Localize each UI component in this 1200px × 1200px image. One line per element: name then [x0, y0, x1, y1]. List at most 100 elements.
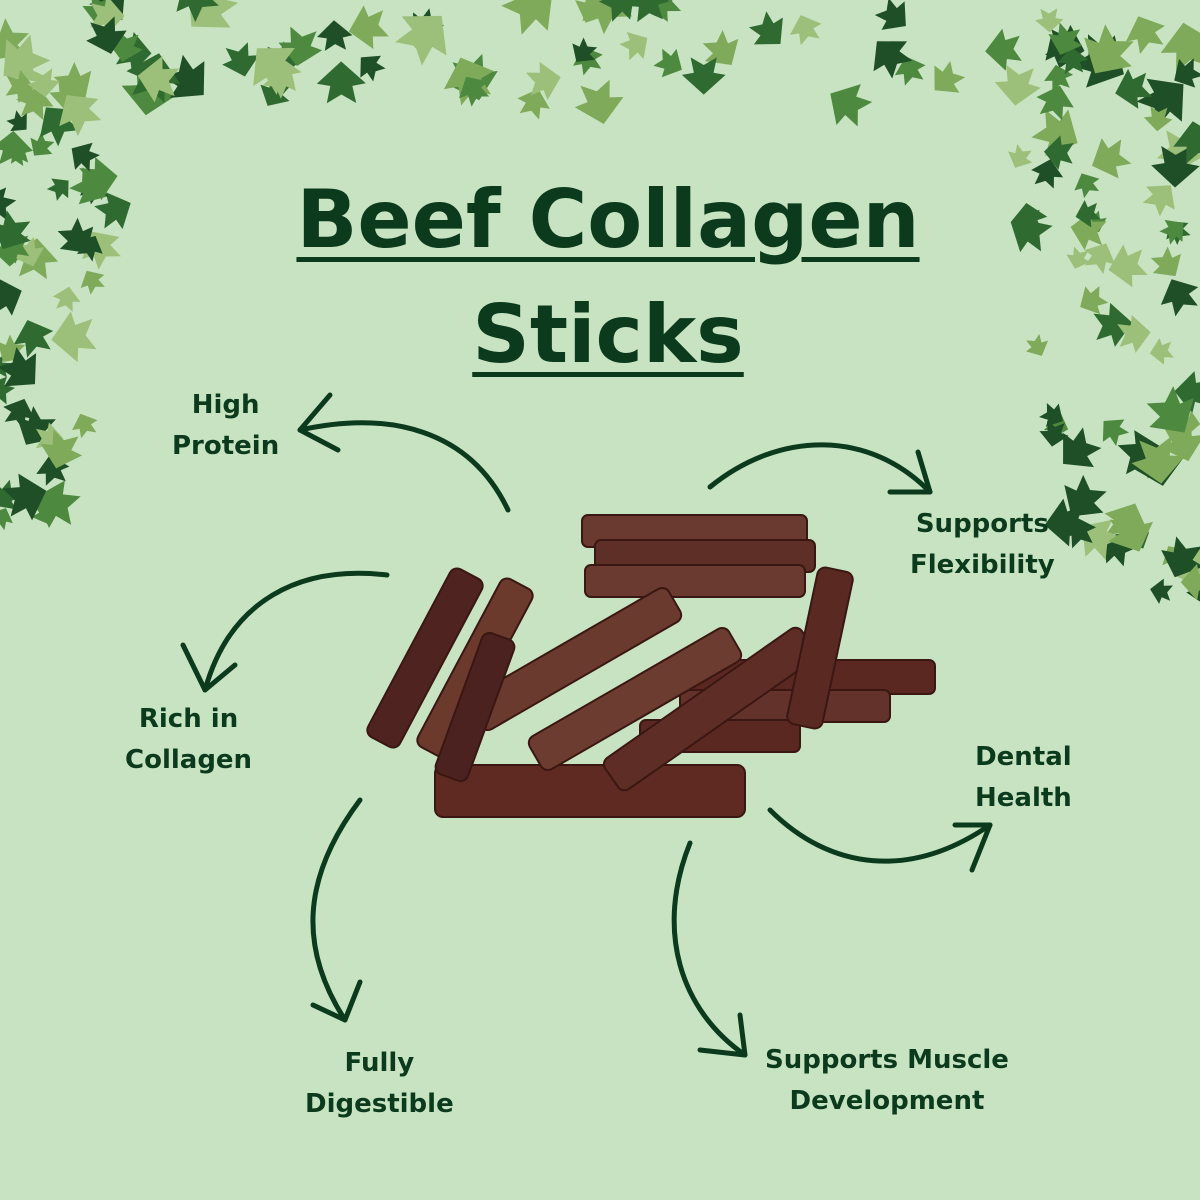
ivy-leaf-icon	[789, 15, 822, 46]
ivy-leaf-icon	[575, 0, 610, 23]
ivy-leaf-icon	[0, 508, 13, 531]
ivy-leaf-icon	[681, 57, 726, 95]
ivy-leaf-icon	[57, 217, 94, 253]
ivy-leaf-icon	[0, 355, 12, 380]
ivy-leaf-icon	[994, 64, 1041, 106]
ivy-leaf-icon	[873, 41, 913, 79]
ivy-leaf-icon	[0, 346, 37, 387]
ivy-leaf-icon	[1174, 371, 1200, 414]
ivy-leaf-icon	[1108, 507, 1153, 552]
ivy-leaf-icon	[1159, 219, 1184, 245]
ivy-leaf-icon	[1084, 243, 1116, 275]
ivy-leaf-icon	[1036, 85, 1074, 121]
arrow-muscle-icon	[671, 840, 748, 1058]
ivy-leaf-icon	[1082, 519, 1122, 561]
ivy-leaf-icon	[1160, 22, 1200, 73]
ivy-leaf-icon	[1064, 474, 1107, 517]
ivy-leaf-icon	[1039, 403, 1063, 427]
ivy-leaf-icon	[1070, 210, 1107, 251]
ivy-leaf-icon	[1131, 436, 1185, 484]
ivy-leaf-icon	[1092, 138, 1132, 179]
ivy-leaf-icon	[1115, 68, 1153, 109]
ivy-leaf-icon	[985, 28, 1022, 71]
ivy-leaf-icon	[0, 210, 31, 250]
benefit-line: Health	[975, 783, 1072, 813]
ivy-leaf-icon	[702, 30, 739, 65]
ivy-leaf-icon	[1150, 246, 1181, 277]
ivy-leaf-icon	[894, 56, 926, 86]
ivy-leaf-icon	[598, 0, 635, 22]
ivy-leaf-icon	[1039, 420, 1069, 447]
ivy-leaf-icon	[1108, 244, 1148, 288]
arrow-digestible-icon	[310, 797, 363, 1023]
ivy-leaf-icon	[572, 37, 598, 62]
ivy-leaf-icon	[619, 31, 648, 61]
ivy-leaf-icon	[176, 0, 219, 23]
ivy-leaf-icon	[1093, 302, 1133, 347]
ivy-leaf-icon	[1075, 200, 1101, 228]
ivy-leaf-icon	[1048, 22, 1083, 55]
ivy-leaf-icon	[0, 278, 22, 316]
ivy-leaf-icon	[626, 0, 670, 23]
ivy-leaf-icon	[1026, 333, 1049, 356]
ivy-leaf-icon	[1146, 386, 1194, 433]
ivy-leaf-icon	[316, 61, 366, 104]
benefit-line: Collagen	[125, 745, 253, 775]
ivy-leaf-icon	[1084, 24, 1134, 74]
ivy-leaf-icon	[69, 167, 106, 205]
ivy-leaf-icon	[1149, 338, 1174, 365]
ivy-leaf-icon	[0, 130, 33, 166]
ivy-leaf-icon	[1043, 135, 1074, 170]
ivy-leaf-icon	[94, 192, 131, 230]
ivy-leaf-icon	[1035, 8, 1064, 33]
ivy-leaf-icon	[40, 429, 83, 469]
ivy-leaf-icon	[13, 320, 54, 358]
ivy-leaf-icon	[582, 0, 633, 35]
ivy-leaf-icon	[501, 0, 553, 35]
ivy-leaf-icon	[830, 84, 873, 127]
ivy-leaf-icon	[162, 54, 205, 98]
ivy-leaf-icon	[653, 48, 682, 78]
ivy-leaf-icon	[1125, 16, 1165, 55]
benefit-line: Development	[789, 1086, 985, 1116]
ivy-leaf-icon	[574, 79, 624, 125]
ivy-leaf-icon	[360, 55, 386, 82]
benefit-line: Flexibility	[910, 550, 1055, 580]
ivy-leaf-icon	[1031, 159, 1064, 189]
ivy-leaf-icon	[59, 94, 102, 137]
ivy-leaf-icon	[80, 270, 105, 295]
benefit-line: Supports Muscle	[765, 1045, 1009, 1075]
title-line-2: Sticks	[472, 288, 744, 381]
ivy-leaf-icon	[1008, 143, 1033, 168]
ivy-leaf-icon	[137, 56, 180, 103]
ivy-leaf-icon	[1010, 202, 1048, 236]
ivy-leaf-icon	[51, 311, 97, 363]
arrow-collagen-icon	[180, 570, 390, 693]
ivy-leaf-icon	[0, 376, 16, 405]
ivy-leaf-icon	[1044, 498, 1088, 547]
ivy-leaf-icon	[278, 26, 323, 67]
arrow-dental-icon	[767, 807, 993, 873]
ivy-leaf-icon	[874, 0, 906, 30]
benefit-line: Digestible	[305, 1089, 454, 1119]
benefit-line: Protein	[172, 431, 280, 461]
ivy-leaf-icon	[1063, 427, 1102, 468]
benefit-line: Supports	[915, 509, 1049, 539]
ivy-leaf-icon	[748, 11, 783, 45]
ivy-leaf-icon	[1161, 536, 1200, 578]
ivy-leaf-icon	[31, 497, 61, 526]
arrow-flexibility-icon	[707, 442, 933, 495]
ivy-leaf-icon	[52, 286, 81, 312]
ivy-leaf-icon	[5, 69, 35, 104]
ivy-leaf-icon	[1160, 279, 1199, 317]
ivy-leaf-icon	[0, 479, 23, 510]
ivy-leaf-icon	[46, 178, 69, 201]
